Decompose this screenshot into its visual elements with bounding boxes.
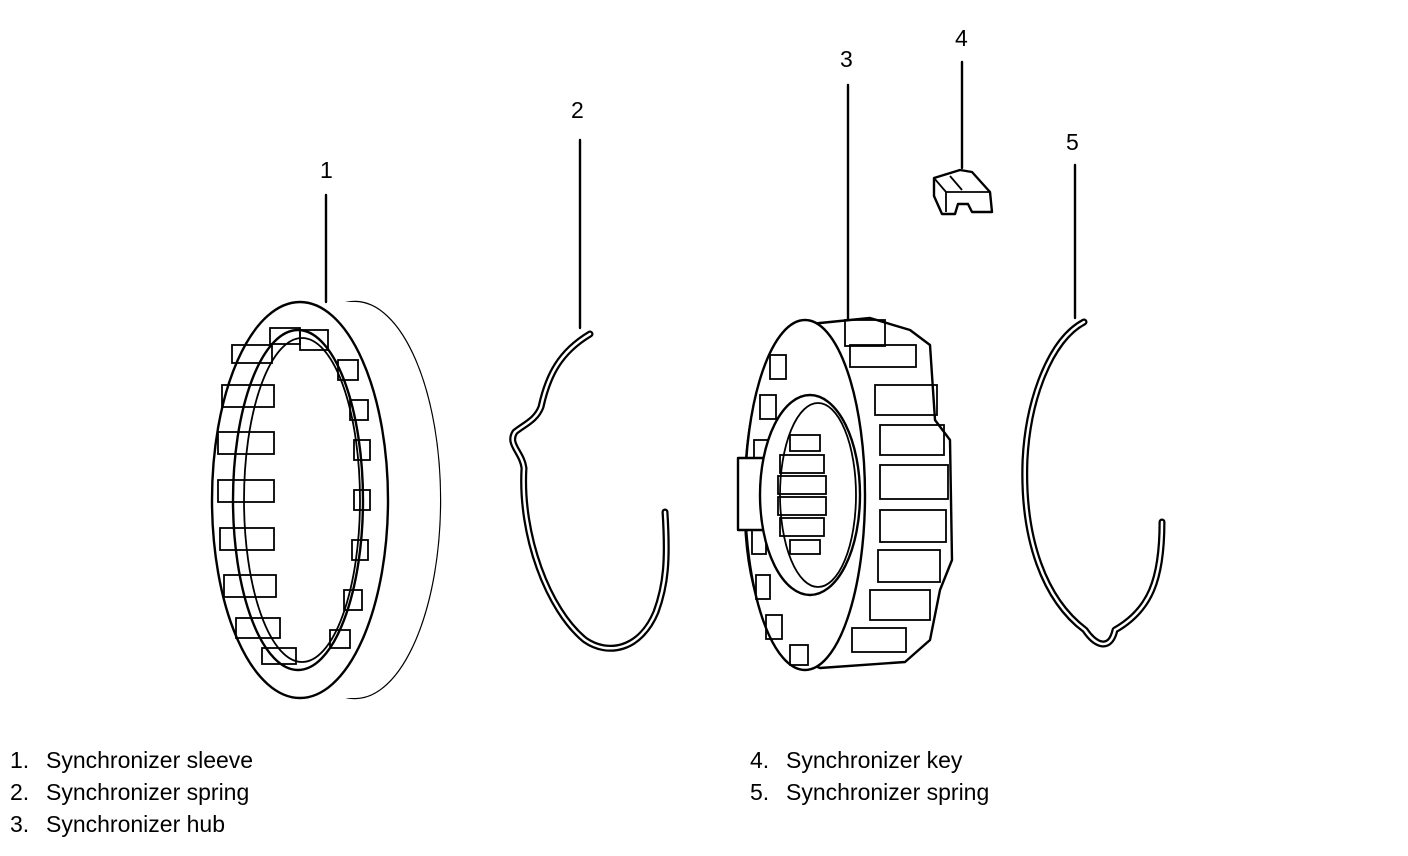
synchronizer-sleeve-drawing: [210, 193, 442, 700]
legend-number: 2.: [10, 779, 30, 805]
synchronizer-spring-left-drawing: [509, 138, 670, 652]
synchronizer-spring-right-drawing: [1021, 163, 1166, 648]
legend-item-2: 2. Synchronizer spring: [10, 776, 253, 808]
callout-4: 4: [955, 25, 968, 51]
legend-label: Synchronizer key: [786, 747, 963, 773]
callout-2: 2: [571, 97, 584, 123]
legend-number: 5.: [750, 779, 770, 805]
legend-number: 4.: [750, 747, 770, 773]
legend-right: 4. Synchronizer key 5. Synchronizer spring: [750, 744, 989, 808]
synchronizer-hub-drawing: [736, 83, 954, 672]
legend-number: 1.: [10, 747, 30, 773]
callout-1: 1: [320, 157, 333, 183]
legend-left: 1. Synchronizer sleeve 2. Synchronizer spr…: [10, 744, 253, 840]
legend-item-5: 5. Synchronizer spring: [750, 776, 989, 808]
legend-label: Synchronizer hub: [46, 811, 225, 837]
legend-item-4: 4. Synchronizer key: [750, 744, 989, 776]
legend-label: Synchronizer spring: [786, 779, 990, 805]
callout-5: 5: [1066, 129, 1079, 155]
legend-item-1: 1. Synchronizer sleeve: [10, 744, 253, 776]
legend-label: Synchronizer sleeve: [46, 747, 254, 773]
callout-3: 3: [840, 46, 853, 72]
legend-number: 3.: [10, 811, 30, 837]
synchronizer-key-drawing: [932, 60, 994, 216]
legend-label: Synchronizer spring: [46, 779, 250, 805]
legend-item-3: 3. Synchronizer hub: [10, 808, 253, 840]
